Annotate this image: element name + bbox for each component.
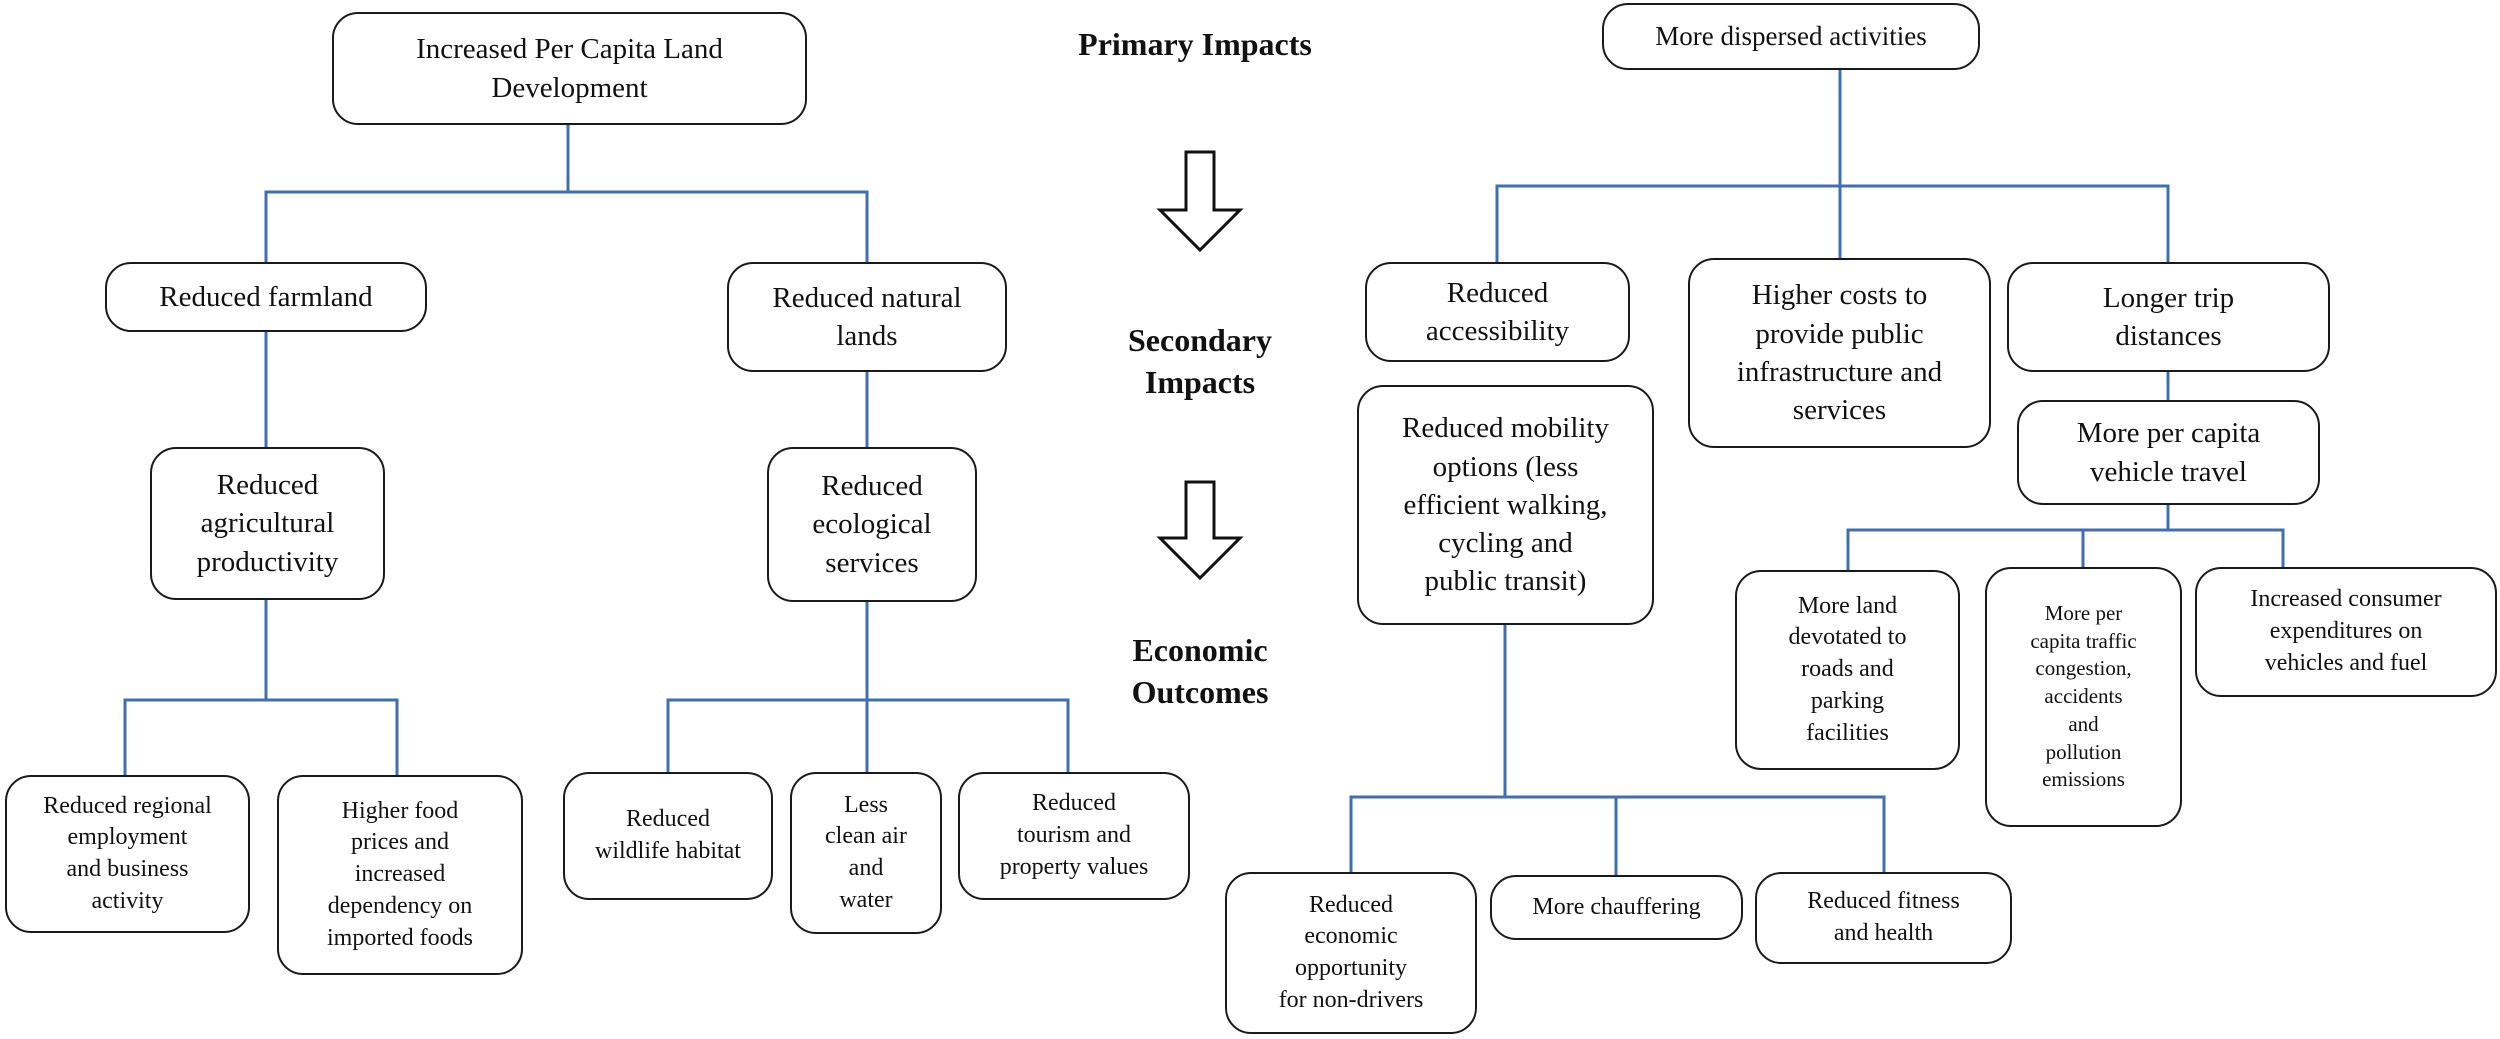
connector-mobility-fitness <box>1505 795 1886 872</box>
connector-dispersed-trips <box>1840 184 2170 262</box>
stage-label-secondary: Secondary Impacts <box>1128 322 1272 400</box>
connector-ecological-outcomes <box>666 602 869 772</box>
node-longer-trip-distances: Longer trip distances <box>2007 262 2330 372</box>
connector-mobility-outcomes <box>1349 625 1507 872</box>
node-reduced-natural-lands: Reduced natural lands <box>727 262 1007 372</box>
connector-land-development <box>264 125 570 262</box>
node-reduced-ecological-services: Reduced ecological services <box>767 447 977 602</box>
node-more-chauffering: More chauffering <box>1490 875 1743 940</box>
connector-agri-outcomes <box>123 600 268 775</box>
node-more-traffic-congestion: More per capita traffic congestion, acci… <box>1985 567 2182 827</box>
connector-vehicle-expenditures <box>2168 528 2285 567</box>
node-reduced-economic-opportunity: Reduced economic opportunity for non-dri… <box>1225 872 1477 1034</box>
connector-ecological-tourism <box>867 698 1070 772</box>
node-higher-costs-infrastructure: Higher costs to provide public infrastru… <box>1688 258 1991 448</box>
node-reduced-accessibility: Reduced accessibility <box>1365 262 1630 362</box>
connector-agri-food <box>266 698 399 775</box>
stage-label-outcomes: Economic Outcomes <box>1131 632 1269 710</box>
node-reduced-fitness: Reduced fitness and health <box>1755 872 2012 964</box>
connector-dispersed <box>1495 70 1842 262</box>
node-more-vehicle-travel: More per capita vehicle travel <box>2017 400 2320 505</box>
node-reduced-regional-employment: Reduced regional employment and business… <box>5 775 250 933</box>
node-reduced-farmland: Reduced farmland <box>105 262 427 332</box>
connector-mobility-chauffering <box>1505 795 1618 875</box>
node-increased-consumer-expenditures: Increased consumer expenditures on vehic… <box>2195 567 2497 697</box>
down-arrow-icon <box>1156 480 1244 581</box>
node-reduced-agri-productivity: Reduced agricultural productivity <box>150 447 385 600</box>
node-reduced-wildlife-habitat: Reduced wildlife habitat <box>563 772 773 900</box>
down-arrow-icon <box>1156 150 1244 253</box>
connector-land-development-right <box>568 190 869 262</box>
node-reduced-mobility-options: Reduced mobility options (less efficient… <box>1357 385 1654 625</box>
node-higher-food-prices: Higher food prices and increased depende… <box>277 775 523 975</box>
node-reduced-tourism: Reduced tourism and property values <box>958 772 1190 900</box>
node-more-land-roads: More land devotated to roads and parking… <box>1735 570 1960 770</box>
node-land-development: Increased Per Capita Land Development <box>332 12 807 125</box>
node-dispersed-activities: More dispersed activities <box>1602 3 1980 70</box>
connector-vehicle-outcomes <box>1846 505 2170 570</box>
stage-label-primary: Primary Impacts <box>1078 26 1312 62</box>
node-less-clean-air: Less clean air and water <box>790 772 942 934</box>
